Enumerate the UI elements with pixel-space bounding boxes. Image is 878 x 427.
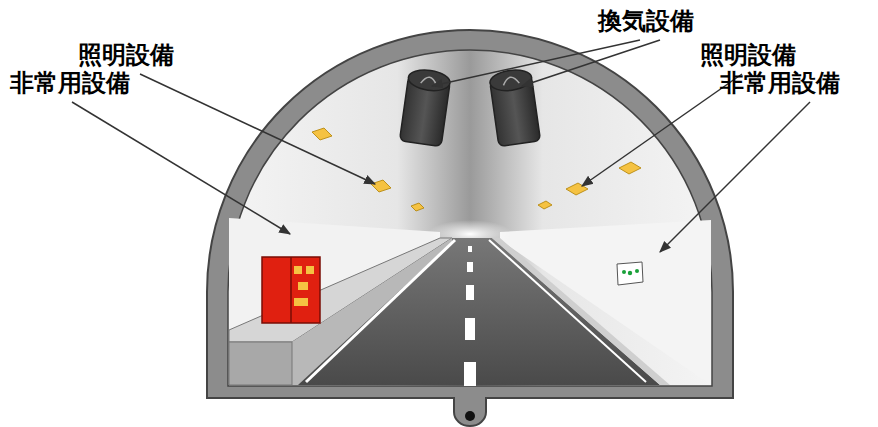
ceiling-lights [312,128,641,211]
part-label: 照明設備 [78,40,174,70]
tunnel-interior [228,50,712,386]
jet-fan [399,67,451,146]
center-dashes [464,246,476,386]
edge-line [489,240,646,382]
jet-fan [489,67,541,146]
road-surface [292,238,660,385]
edge-line [306,240,455,382]
part-label: 換気設備 [598,6,694,36]
right-curb [492,238,670,385]
drain-hole [465,411,475,421]
part-label: 非常用設備 [10,68,130,98]
leader-lines [72,40,810,252]
walkway-side [229,342,292,385]
part-label: 非常用設備 [720,68,840,98]
hydrant-box [262,257,320,323]
tunnel-lining [207,30,733,426]
part-label: 照明設備 [700,40,796,70]
emergency-sign [617,262,643,285]
